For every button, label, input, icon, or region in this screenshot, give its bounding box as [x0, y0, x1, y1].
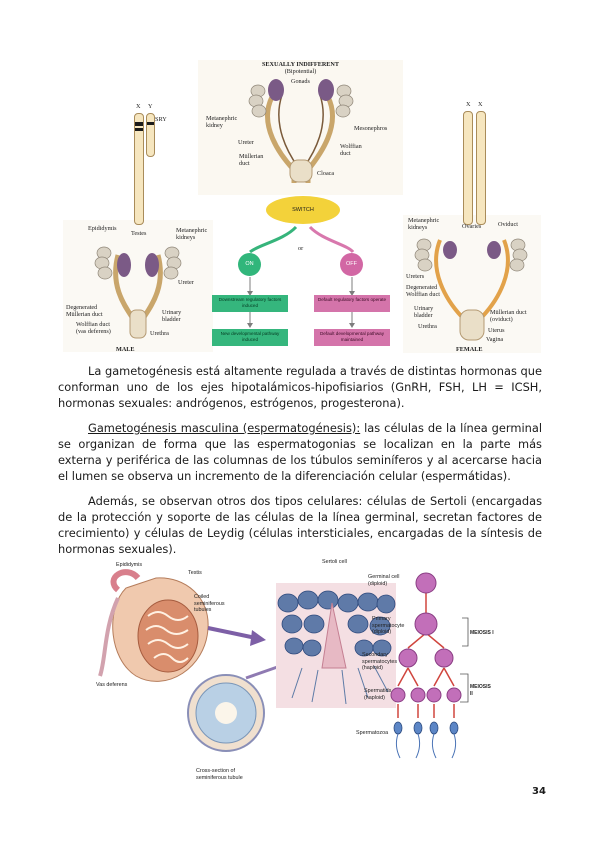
- mesonephros-label: Mesonephros: [354, 125, 388, 132]
- chromosome-x-female-2: [476, 111, 486, 225]
- meiosis-1-label: MEIOSIS I: [470, 630, 494, 636]
- chromosome-x2-label: X: [478, 101, 483, 108]
- female-kidney-label: Metanephric kidneys: [408, 217, 440, 231]
- indifferent-subtitle: (Bipotential): [284, 68, 317, 75]
- female-ureters-label: Ureters: [406, 273, 425, 280]
- spermatogenesis-heading: Gametogénesis masculina (espermatogénesi…: [88, 421, 361, 435]
- male-ureter-label: Ureter: [178, 279, 194, 286]
- chromosome-x-male: [134, 113, 144, 225]
- male-degenerated-mullerian-label: Degenerated Müllerian duct: [66, 304, 103, 318]
- spermatogenesis-drawing: [98, 569, 469, 759]
- mullerian-duct-label: Müllerian duct: [239, 153, 264, 167]
- paragraph-cell-types: Además, se observan otros dos tipos celu…: [58, 493, 542, 557]
- female-vagina-label: Vagina: [486, 336, 504, 343]
- chromosome-x-female-1: [463, 111, 473, 225]
- metanephric-kidney-label: Metanephric kidney: [206, 115, 238, 129]
- on-box-pathway: New developmental pathway induced: [212, 329, 288, 346]
- paragraph-1-text: La gametogénesis está altamente regulada…: [58, 364, 542, 410]
- on-node: ON: [238, 253, 261, 276]
- female-bladder-label: Urinary bladder: [414, 305, 434, 319]
- testis-label: Testis: [188, 570, 202, 576]
- female-caption: FEMALE: [456, 346, 483, 353]
- male-wolffian-label: Wolffian duct (vas deferens): [76, 321, 111, 335]
- female-uterus-label: Uterus: [488, 327, 505, 334]
- gonads-label: Gonads: [291, 78, 310, 85]
- vas-deferens-label: Vas deferens: [96, 682, 128, 688]
- chromosome-y: [146, 113, 155, 157]
- female-urethra-label: Urethra: [418, 323, 437, 330]
- cloaca-label: Cloaca: [317, 170, 335, 177]
- off-box-regulatory: Default regulatory factors operate: [314, 295, 390, 312]
- female-ovaries-label: Ovaries: [462, 223, 482, 230]
- spermatids-label: Spermatids (haploid): [364, 688, 392, 701]
- ureter-label: Ureter: [238, 139, 254, 146]
- spermatozoa-label: Spermatozoa: [356, 730, 389, 736]
- paragraph-spermatogenesis: Gametogénesis masculina (espermatogénesi…: [58, 420, 542, 484]
- cross-section-label: Cross-section of seminiferous tubule: [196, 768, 243, 781]
- coiled-tubules-label: Coiled seminiferous tubules: [194, 594, 225, 613]
- female-oviduct-label: Oviduct: [498, 221, 518, 228]
- sertoli-cell-label: Sertoli cell: [322, 559, 347, 565]
- secondary-spermatocytes-label: Secondary spermatocytes (haploid): [362, 652, 398, 671]
- off-box-pathway: Default developmental pathway maintained: [314, 329, 390, 346]
- female-mullerian-label: Müllerian duct (oviduct): [490, 309, 527, 323]
- off-node: OFF: [340, 253, 363, 276]
- epididymis-label: Epididymis: [116, 562, 143, 568]
- chromosome-x-label: X: [136, 103, 141, 110]
- chromosome-x1-label: X: [466, 101, 471, 108]
- switch-node: SWITCH: [266, 196, 340, 224]
- or-label: or: [298, 245, 304, 252]
- page-number: 34: [532, 786, 546, 797]
- chromosome-y-label: Y: [148, 103, 153, 110]
- sex-differentiation-figure: X Y SRY X X SEXUALLY INDIFFERENT (Bipote…: [58, 55, 543, 355]
- on-box-regulatory: Downstream regulatory factors induced: [212, 295, 288, 312]
- female-degenerated-wolffian-label: Degenerated Wolffian duct: [406, 284, 440, 298]
- male-urethra-label: Urethra: [150, 330, 169, 337]
- sry-label: SRY: [155, 116, 167, 123]
- indifferent-title: SEXUALLY INDIFFERENT: [261, 61, 340, 68]
- spermatogenesis-figure: Epididymis Testis Coiled seminiferous tu…: [96, 558, 494, 794]
- male-caption: MALE: [116, 346, 135, 353]
- male-kidney-label: Metanephric kidneys: [176, 227, 208, 241]
- paragraph-gametogenesis: La gametogénesis está altamente regulada…: [58, 363, 542, 411]
- male-testes-label: Testes: [131, 230, 147, 237]
- male-epididymis-label: Epididymis: [88, 225, 117, 232]
- meiosis-2-label: MEIOSIS II: [470, 684, 491, 697]
- germinal-cell-label: Germinal cell (diploid): [368, 574, 400, 587]
- primary-spermatocyte-label: Primary spermatocyte (diploid): [372, 616, 405, 635]
- sex-differentiation-drawing: [63, 60, 541, 353]
- wolffian-duct-label: Wolffian duct: [340, 143, 362, 157]
- male-bladder-label: Urinary bladder: [162, 309, 182, 323]
- paragraph-2-text: las células de la línea germinal se orga…: [58, 421, 542, 483]
- paragraph-3-text: Además, se observan otros dos tipos celu…: [58, 494, 542, 556]
